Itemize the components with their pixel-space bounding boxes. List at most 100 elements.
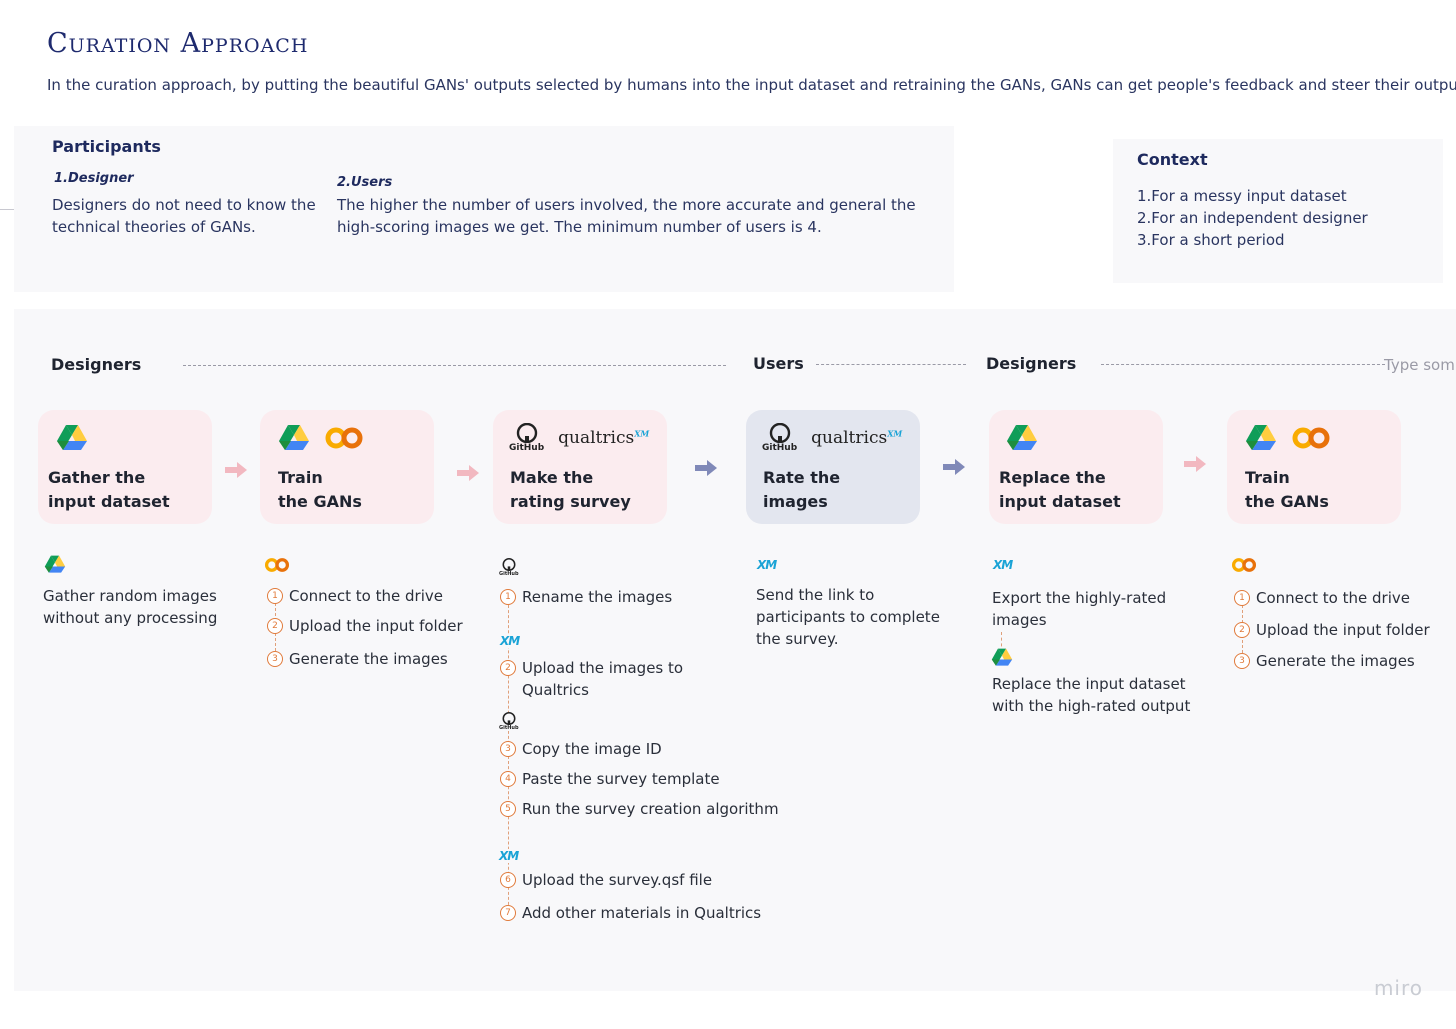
col4-desc-1: Send the link to	[756, 586, 875, 604]
context-item-2: 2.For an independent designer	[1137, 209, 1368, 227]
step-connector	[1001, 632, 1002, 652]
step-number: 2	[267, 618, 283, 634]
col3-step-1: 1 Rename the images	[500, 586, 672, 608]
step-label: Generate the images	[1256, 652, 1415, 670]
colab-icon	[1231, 558, 1257, 572]
qualtrics-xm-icon: XM	[993, 558, 1013, 572]
step-number: 2	[500, 660, 516, 676]
context-panel	[1113, 139, 1443, 283]
users-title: 2.Users	[337, 175, 393, 190]
card-label-line2: input dataset	[48, 492, 170, 511]
card-icons: GitHub qualtricsXM	[509, 422, 649, 454]
card-train-gans-2[interactable]: Train the GANs	[1227, 410, 1401, 524]
card-icons	[1006, 422, 1038, 454]
colab-icon	[264, 558, 290, 572]
participants-panel	[14, 126, 954, 292]
github-logo-icon: GitHub	[762, 423, 797, 453]
github-logo-text: GitHub	[499, 571, 519, 577]
colab-icon	[325, 427, 363, 449]
step-label: Copy the image ID	[522, 740, 662, 758]
google-drive-icon	[991, 648, 1013, 666]
step-label: Upload the input folder	[1256, 621, 1430, 639]
step-number: 6	[500, 872, 516, 888]
lane-designers-1: Designers	[51, 355, 142, 374]
step-label: Add other materials in Qualtrics	[522, 904, 762, 922]
step-number: 1	[500, 589, 516, 605]
qualtrics-xm-icon: XM	[757, 558, 777, 572]
step-number: 3	[500, 741, 516, 757]
col5-desc-b2: with the high-rated output	[992, 697, 1191, 715]
google-drive-icon	[1007, 425, 1037, 450]
miro-watermark: miro	[1373, 976, 1423, 1000]
card-icons: GitHub qualtricsXM	[762, 422, 902, 454]
card-icons	[1245, 422, 1331, 454]
github-logo-text: GitHub	[762, 443, 798, 453]
step-label: Paste the survey template	[522, 770, 720, 788]
step-number: 5	[500, 801, 516, 817]
google-drive-icon	[1246, 425, 1276, 450]
card-label-line1: Make the	[510, 468, 594, 487]
github-logo-text: GitHub	[499, 725, 519, 731]
step-label: Qualtrics	[522, 681, 589, 699]
step-label: Upload the survey.qsf file	[522, 871, 713, 889]
designer-title: 1.Designer	[54, 171, 134, 186]
step-number: 7	[500, 905, 516, 921]
card-label-line2: input dataset	[999, 492, 1121, 511]
github-logo-icon: GitHub	[509, 423, 544, 453]
github-logo-icon: GitHub	[499, 558, 519, 577]
qualtrics-xm-text: XM	[634, 428, 650, 439]
qualtrics-xm-icon: XM	[499, 849, 519, 863]
card-label-line2: the GANs	[1245, 492, 1329, 511]
card-label: Make the rating survey	[510, 466, 631, 514]
designer-text-1: Designers do not need to know the	[52, 196, 316, 214]
col4-desc-2: participants to complete	[756, 608, 940, 626]
step-number: 1	[267, 588, 283, 604]
arrow-right-icon	[943, 459, 965, 475]
qualtrics-logo-text: qualtrics	[558, 428, 635, 448]
lane-divider-1	[183, 365, 726, 366]
col3-step-7: 7 Add other materials in Qualtrics	[500, 902, 761, 924]
step-number: 2	[1234, 622, 1250, 638]
colab-icon	[1292, 427, 1330, 449]
context-heading: Context	[1137, 150, 1208, 169]
col5-desc-b1: Replace the input dataset	[992, 675, 1186, 693]
users-text-2: high-scoring images we get. The minimum …	[337, 218, 822, 236]
card-label-line2: images	[763, 492, 828, 511]
github-logo-text: GitHub	[509, 443, 545, 453]
col3-step-3: 3 Copy the image ID	[500, 738, 662, 760]
card-make-rating-survey[interactable]: GitHub qualtricsXM Make the rating survey	[493, 410, 667, 524]
context-item-1: 1.For a messy input dataset	[1137, 187, 1347, 205]
context-item-3: 3.For a short period	[1137, 231, 1285, 249]
arrow-right-icon	[457, 465, 479, 481]
qualtrics-logo: qualtricsXM	[558, 428, 649, 448]
step-label: Upload the images to	[522, 659, 684, 677]
step-label: Rename the images	[522, 588, 673, 606]
participants-heading: Participants	[52, 137, 161, 156]
card-label-line1: Gather the	[48, 468, 146, 487]
step-number: 4	[500, 771, 516, 787]
step-label: Connect to the drive	[1256, 589, 1410, 607]
lane-divider-3	[1101, 364, 1385, 365]
arrow-right-icon	[1184, 456, 1206, 472]
card-label-line1: Train	[278, 468, 323, 487]
step-number: 3	[267, 651, 283, 667]
col3-step-6: 6 Upload the survey.qsf file	[500, 869, 712, 891]
left-edge-line	[0, 209, 14, 210]
google-drive-icon	[44, 555, 66, 573]
col1-desc-2: without any processing	[43, 609, 218, 627]
card-label-line2: rating survey	[510, 492, 631, 511]
type-placeholder[interactable]: Type som	[1384, 356, 1455, 374]
card-label-line1: Train	[1245, 468, 1290, 487]
step-label: Upload the input folder	[289, 617, 463, 635]
qualtrics-xm-text: XM	[887, 428, 903, 439]
col4-desc-3: the survey.	[756, 630, 839, 648]
users-text-1: The higher the number of users involved,…	[337, 196, 916, 214]
arrow-right-icon	[225, 462, 247, 478]
card-gather-input-dataset[interactable]: Gather the input dataset	[38, 410, 212, 524]
